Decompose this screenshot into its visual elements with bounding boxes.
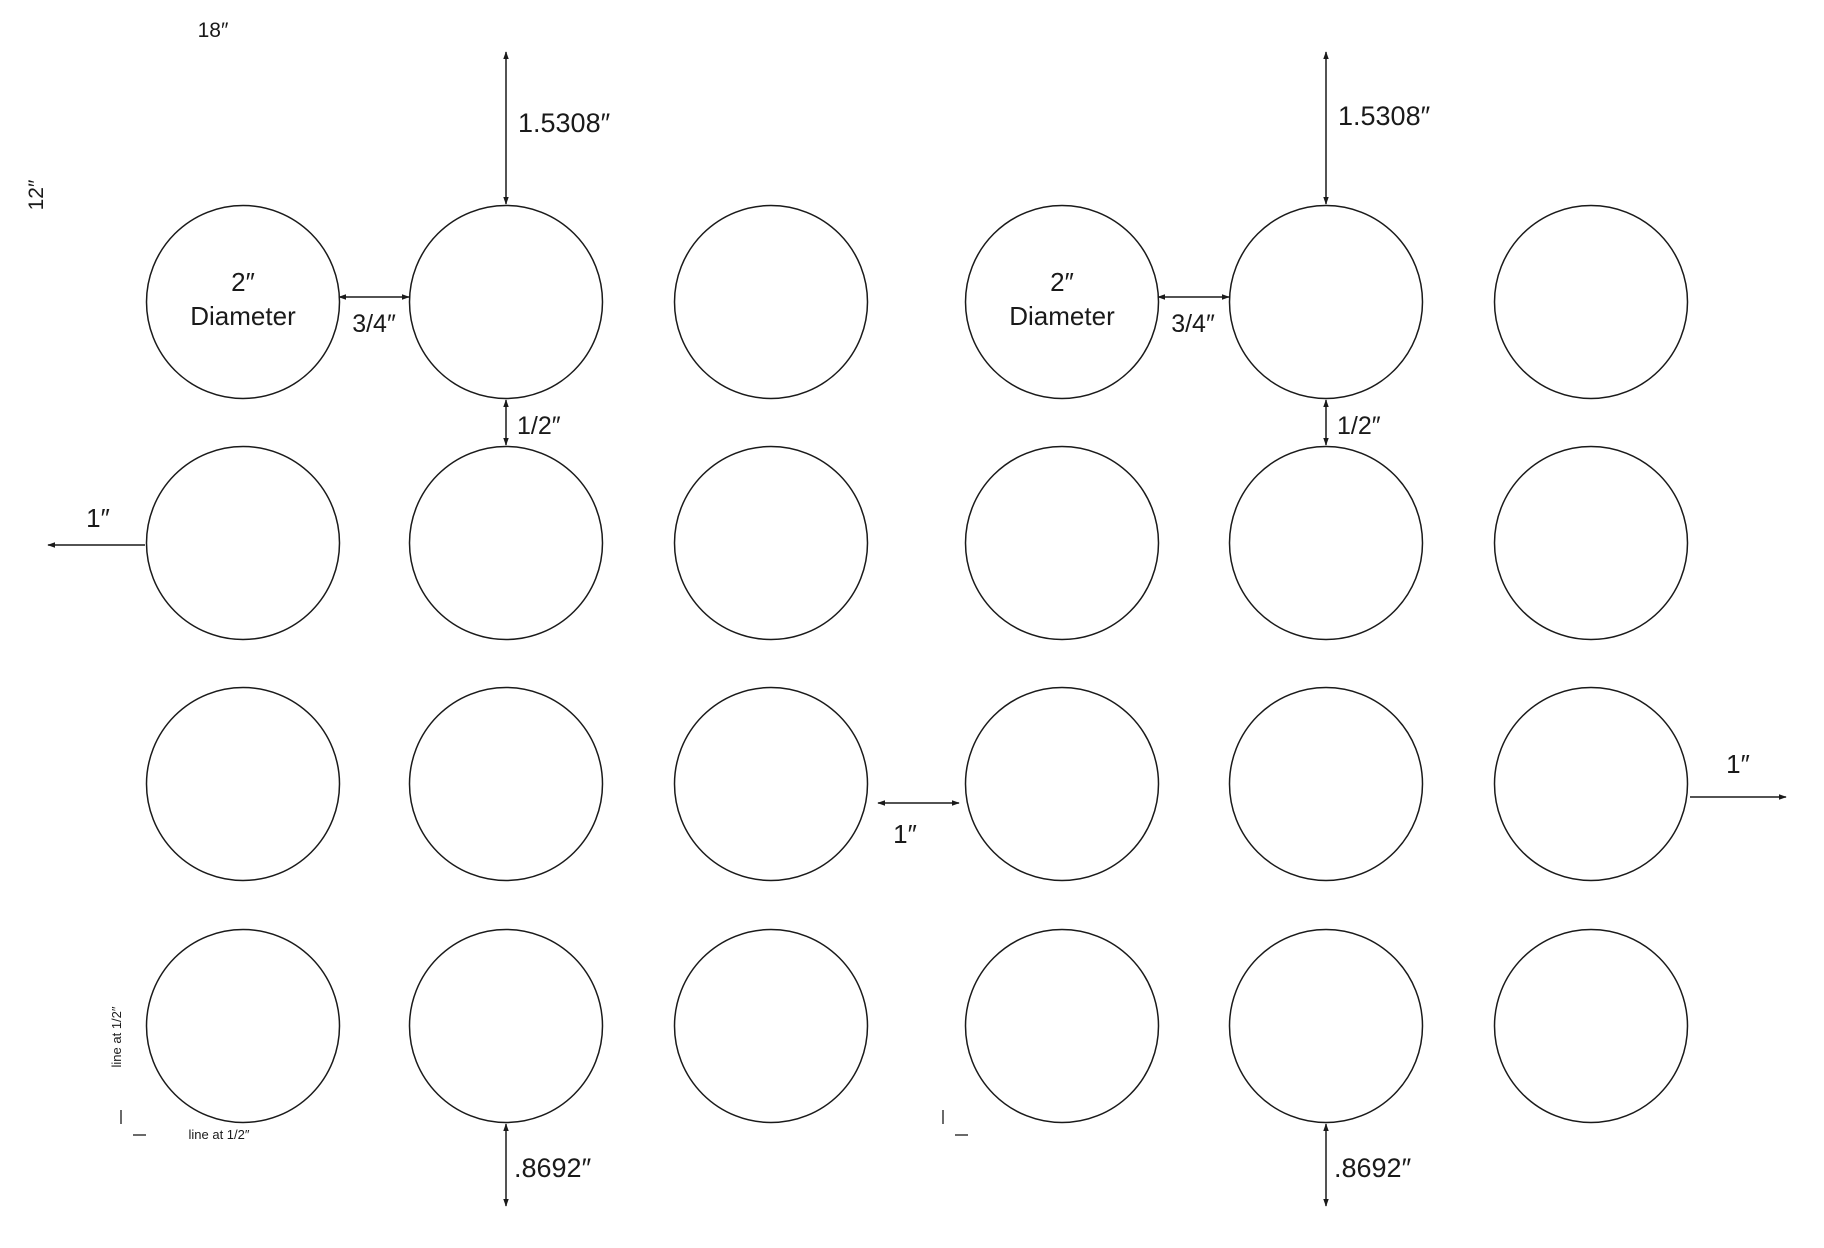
circle-cutout (1493, 445, 1689, 641)
circle-cutout (408, 445, 604, 641)
top-margin-label: 1.5308″ (1338, 101, 1431, 131)
circle-cutout (1228, 445, 1424, 641)
circle-cutout (408, 686, 604, 882)
vertical-guide-note: line at 1/2″ (109, 1006, 124, 1067)
circle-cutout (964, 928, 1160, 1124)
circle-cutout (1228, 204, 1424, 400)
circle-cutout (145, 686, 341, 882)
circle-diameter-value: 2″ (231, 267, 255, 297)
guide-ticks (120, 1110, 968, 1136)
sheet-width-label: 18″ (198, 19, 229, 42)
circle-grid (145, 204, 1689, 1124)
horizontal-gap-label: 3/4″ (352, 310, 396, 338)
group-gap-label: 1″ (893, 819, 917, 849)
circle-cutout (1493, 204, 1689, 400)
circle-cutout (408, 928, 604, 1124)
circle-diameter-word: Diameter (190, 301, 296, 331)
circle-cutout (673, 445, 869, 641)
circle-cutout (1228, 928, 1424, 1124)
circle-cutout (673, 928, 869, 1124)
circle-cutout (1228, 686, 1424, 882)
horizontal-guide-note: line at 1/2″ (189, 1127, 250, 1142)
top-margin-label: 1.5308″ (518, 108, 611, 138)
circle-cutout (964, 686, 1160, 882)
circle-cutout (145, 204, 341, 400)
circle-cutout (408, 204, 604, 400)
right-margin-label: 1″ (1726, 749, 1750, 779)
sheet-height-label: 12″ (25, 179, 48, 210)
horizontal-gap-label: 3/4″ (1171, 310, 1215, 338)
bottom-margin-label: .8692″ (514, 1153, 592, 1183)
circle-cutout (964, 204, 1160, 400)
circle-cutout (145, 445, 341, 641)
circle-cutout (673, 686, 869, 882)
circle-cutout (145, 928, 341, 1124)
circle-cutout (1493, 928, 1689, 1124)
circle-cutout (964, 445, 1160, 641)
circle-cutout (1493, 686, 1689, 882)
circle-diameter-word: Diameter (1009, 301, 1115, 331)
circle-cutout (673, 204, 869, 400)
vertical-gap-label: 1/2″ (517, 412, 561, 440)
circle-diameter-value: 2″ (1050, 267, 1074, 297)
bottom-margin-label: .8692″ (1334, 1153, 1412, 1183)
vertical-gap-label: 1/2″ (1337, 412, 1381, 440)
left-margin-label: 1″ (86, 503, 110, 533)
